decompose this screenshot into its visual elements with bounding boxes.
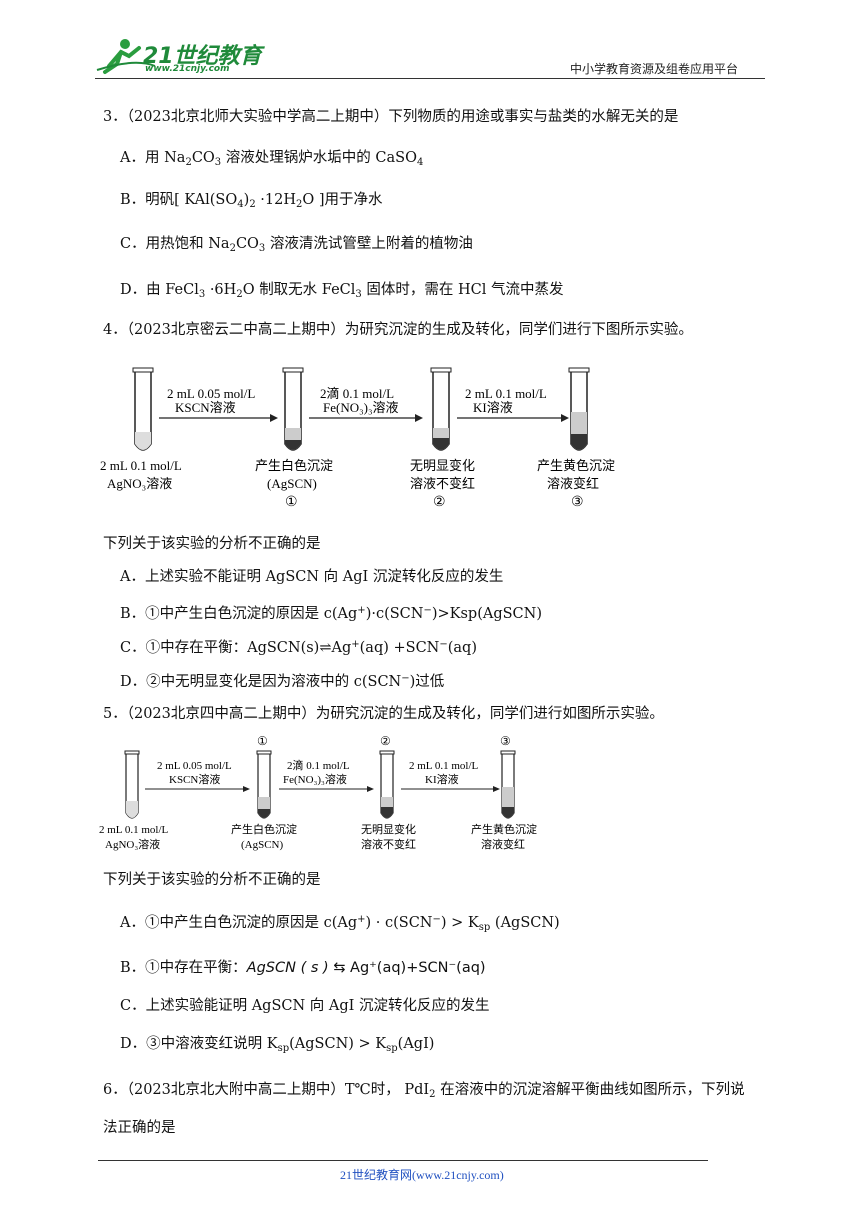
q5-tube1-num: ① xyxy=(257,734,268,748)
q4-option-b: B．①中产生白色沉淀的原因是 c(Ag+)·c(SCN−)>Ksp(AgSCN) xyxy=(120,605,542,622)
q5-tube3-label-1: 产生黄色沉淀 xyxy=(471,822,537,836)
logo-runner-icon xyxy=(96,39,156,74)
q4-stem: 4．（2023北京密云二中高二上期中）为研究沉淀的生成及转化，同学们进行下图所示… xyxy=(103,322,693,338)
q5-lead: 下列关于该实验的分析不正确的是 xyxy=(103,872,321,888)
q4-tube1-label-1: 产生白色沉淀 xyxy=(255,458,333,473)
q4-tube1-num: ① xyxy=(285,495,298,510)
q5-step1-bottom: KSCN溶液 xyxy=(169,772,220,786)
q5-option-b: B．①中存在平衡：AgSCN ( s ) ⇆ Ag⁺(aq)+SCN⁻(aq) xyxy=(120,960,486,976)
q5-tube2-label-2: 溶液不变红 xyxy=(361,837,416,851)
q5-test-tube-start xyxy=(124,750,140,819)
q4-step1-bottom: KSCN溶液 xyxy=(175,400,236,415)
q4-tube2-num: ② xyxy=(433,495,446,510)
q5-option-d: D．③中溶液变红说明 Ksp(AgSCN) > Ksp(AgI) xyxy=(120,1036,435,1054)
q4-option-d: D．②中无明显变化是因为溶液中的 c(SCN−)过低 xyxy=(120,673,445,690)
q5-test-tube-1 xyxy=(256,750,272,819)
header-platform-text: 中小学教育资源及组卷应用平台 xyxy=(570,62,739,76)
equilibrium-arrow-icon: ⇌ xyxy=(319,640,332,656)
logo-url-text: www.21cnjy.com xyxy=(145,64,230,74)
q5-start-label-1: 2 mL 0.1 mol/L xyxy=(99,824,169,836)
q5-tube2-num: ② xyxy=(380,734,391,748)
footer-divider xyxy=(98,1160,708,1161)
logo-main-text: 21世纪教育 xyxy=(143,44,262,69)
q5-step2-top: 2滴 0.1 mol/L xyxy=(287,758,350,772)
q5-stem: 5．（2023北京四中高二上期中）为研究沉淀的生成及转化，同学们进行如图所示实验… xyxy=(103,706,664,722)
q4-step1-top: 2 mL 0.05 mol/L xyxy=(167,386,255,401)
q4-experiment-diagram: 2 mL 0.1 mol/L AgNO₃溶液 2 mL 0.05 mol/L K… xyxy=(100,367,615,510)
q5-tube3-label-2: 溶液变红 xyxy=(481,837,525,851)
q4-tube1-label-2: (AgSCN) xyxy=(267,476,317,491)
q4-start-label-1: 2 mL 0.1 mol/L xyxy=(100,458,182,473)
q4-start-label-2: AgNO₃溶液 xyxy=(107,476,172,491)
q3-stem: 3．（2023北京北师大实验中学高二上期中）下列物质的用途或事实与盐类的水解无关… xyxy=(103,109,679,125)
q5-step2-bottom: Fe(NO₃)₃溶液 xyxy=(283,772,347,786)
q4-test-tube-start xyxy=(132,367,154,451)
q4-test-tube-2 xyxy=(430,367,452,451)
q3-option-c: C．用热饱和 Na2CO3 溶液清洗试管壁上附着的植物油 xyxy=(120,236,473,254)
q5-tube1-label-1: 产生白色沉淀 xyxy=(231,822,297,836)
header-divider xyxy=(95,78,765,79)
q4-step3-top: 2 mL 0.1 mol/L xyxy=(465,386,547,401)
q4-tube3-label-2: 溶液变红 xyxy=(547,476,599,491)
logo: 21世纪教育 www.21cnjy.com xyxy=(95,36,265,78)
q4-test-tube-3 xyxy=(568,367,590,451)
q4-tube3-num: ③ xyxy=(571,495,584,510)
q4-test-tube-1 xyxy=(282,367,304,451)
q5-step3-top: 2 mL 0.1 mol/L xyxy=(409,760,479,772)
q5-test-tube-3 xyxy=(500,750,516,819)
q5-tube1-label-2: (AgSCN) xyxy=(241,839,284,851)
q4-option-c: C．①中存在平衡：AgSCN(s)⇌Ag+(aq) +SCN−(aq) xyxy=(120,639,477,656)
q4-tube2-label-2: 溶液不变红 xyxy=(410,476,475,491)
q4-lead: 下列关于该实验的分析不正确的是 xyxy=(103,536,321,552)
q3-option-d: D．由 FeCl3 ·6H2O 制取无水 FeCl3 固体时，需在 HCl 气流… xyxy=(120,282,564,300)
q6-stem-line-1: 6．（2023北京北大附中高二上期中）T℃时， PdI2 在溶液中的沉淀溶解平衡… xyxy=(103,1082,745,1100)
q4-tube3-label-1: 产生黄色沉淀 xyxy=(537,458,615,473)
q5-tube2-label-1: 无明显变化 xyxy=(361,822,416,836)
q4-option-a: A．上述实验不能证明 AgSCN 向 AgI 沉淀转化反应的发生 xyxy=(120,569,504,585)
q3-option-a: A．用 Na2CO3 溶液处理锅炉水垢中的 CaSO4 xyxy=(120,150,424,168)
q5-option-a: A．①中产生白色沉淀的原因是 c(Ag+) · c(SCN−) > Ksp (A… xyxy=(120,914,560,933)
q5-start-label-2: AgNO₃溶液 xyxy=(105,837,160,851)
q4-step3-bottom: KI溶液 xyxy=(473,400,513,415)
q5-experiment-diagram: 2 mL 0.1 mol/L AgNO₃溶液 2 mL 0.05 mol/L K… xyxy=(99,734,537,851)
q4-step2-bottom: Fe(NO₃)₃溶液 xyxy=(323,400,399,415)
q6-stem-line-2: 法正确的是 xyxy=(103,1120,176,1136)
q5-test-tube-2 xyxy=(379,750,395,819)
q5-step1-top: 2 mL 0.05 mol/L xyxy=(157,760,232,772)
q5-step3-bottom: KI溶液 xyxy=(425,772,459,786)
q5-tube3-num: ③ xyxy=(500,734,511,748)
q5-option-c: C．上述实验能证明 AgSCN 向 AgI 沉淀转化反应的发生 xyxy=(120,998,490,1014)
footer-link[interactable]: 21世纪教育网(www.21cnjy.com) xyxy=(340,1168,504,1182)
q4-tube2-label-1: 无明显变化 xyxy=(410,458,475,473)
q3-option-b: B．明矾[ KAl(SO4)2 ·12H2O ]用于净水 xyxy=(120,192,383,210)
q4-step2-top: 2滴 0.1 mol/L xyxy=(320,386,394,401)
